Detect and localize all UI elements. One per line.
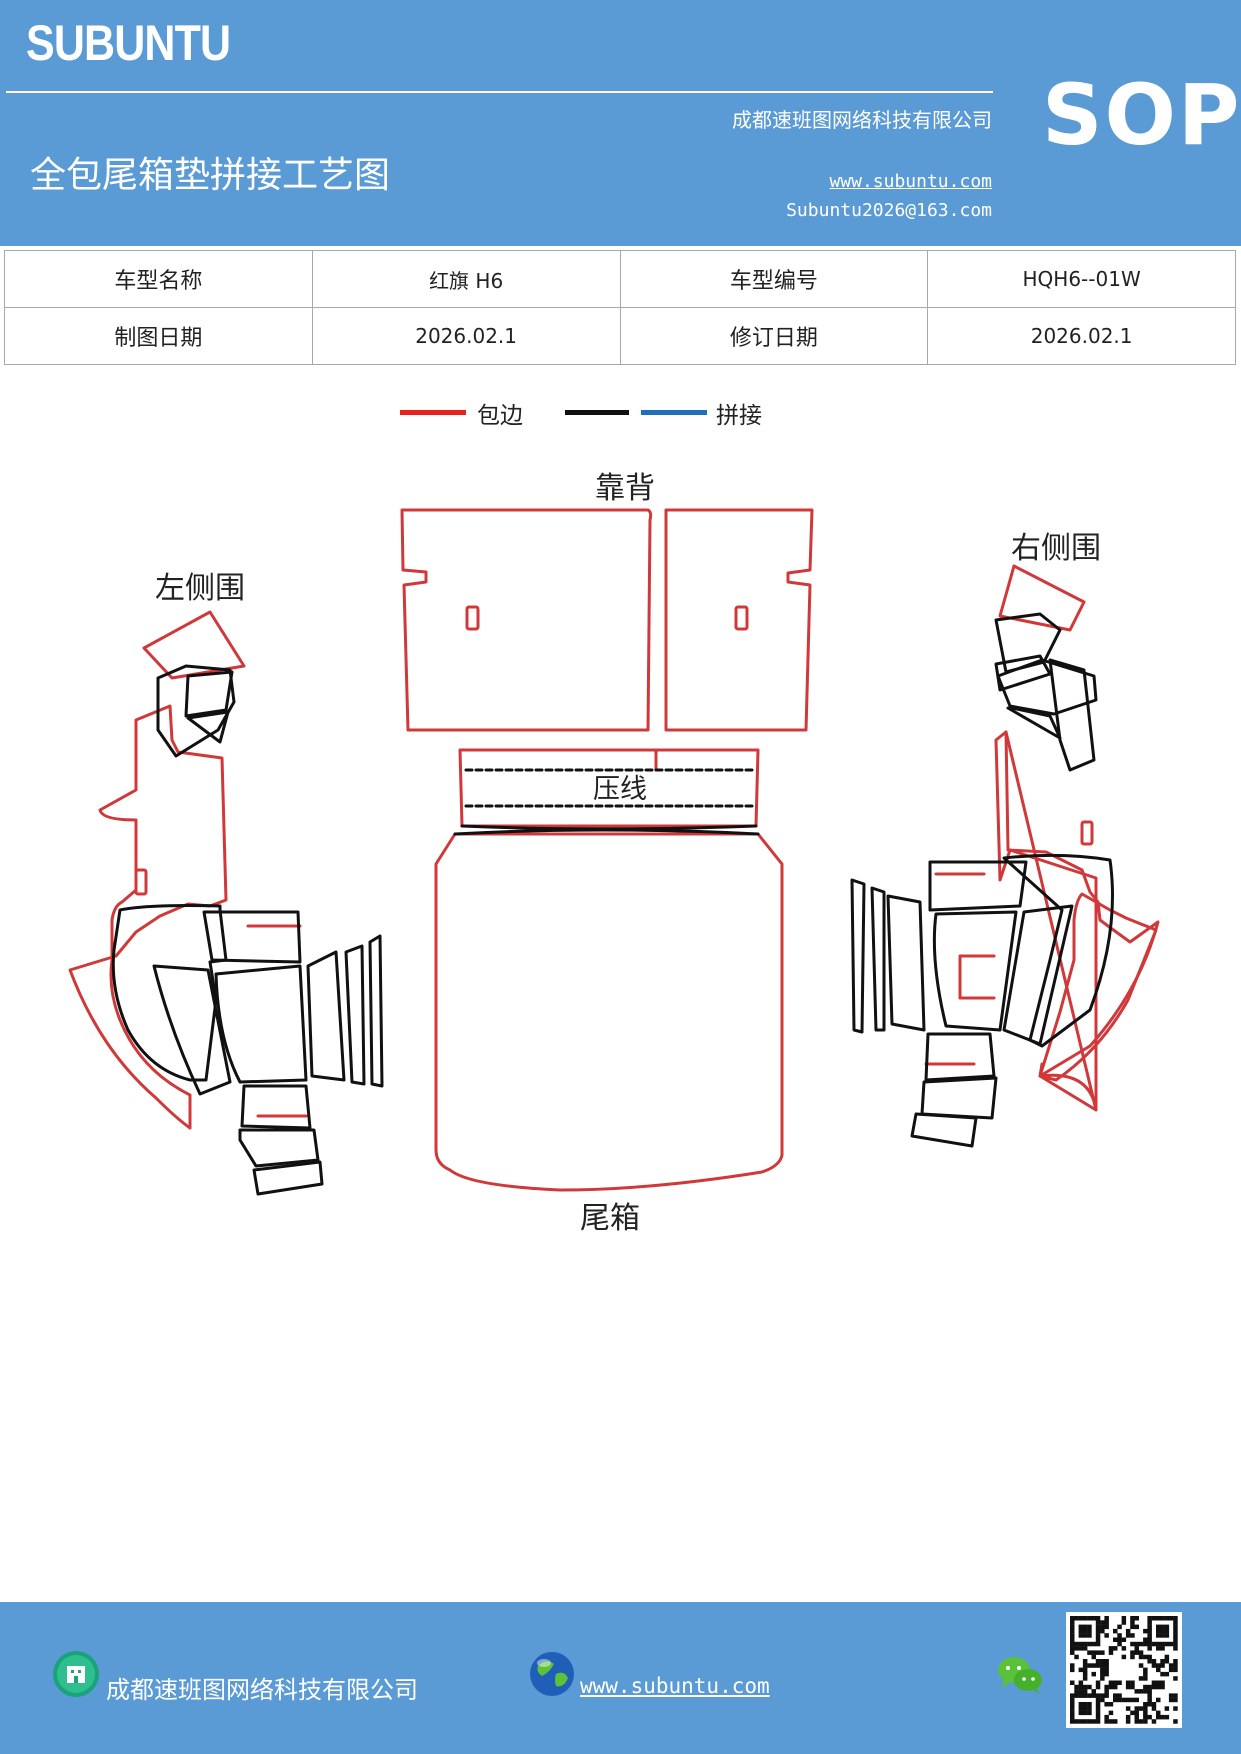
footer-website[interactable]: www.subuntu.com	[580, 1674, 770, 1698]
sop-badge: SOP	[1042, 66, 1241, 164]
qr-code	[1066, 1612, 1182, 1728]
brand-logo: SUBUNTU	[26, 15, 231, 71]
table-label: 修订日期	[619, 307, 929, 365]
legend-swatch-red	[400, 410, 466, 415]
right-side-label: 右侧围	[1011, 531, 1101, 566]
backrest-right-panel	[664, 508, 814, 732]
legend: 包边 拼接	[0, 396, 1241, 436]
pattern-diagram: 靠背 左侧围 右侧围 压线 尾箱	[68, 471, 1160, 1236]
website-link[interactable]: www.subuntu.com	[829, 171, 992, 192]
backrest-slot	[734, 605, 749, 631]
trunk-label: 尾箱	[580, 1201, 640, 1236]
vehicle-info-table: 车型名称 红旗 H6 车型编号 HQH6--01W 制图日期 2026.02.1…	[4, 250, 1236, 365]
table-label: 车型编号	[619, 250, 929, 308]
right-side-slot	[1080, 820, 1094, 846]
globe-icon	[530, 1652, 574, 1696]
left-side-label: 左侧围	[155, 571, 245, 606]
table-value: 2026.02.1	[927, 307, 1236, 365]
backrest-label: 靠背	[595, 471, 655, 506]
right-upper-piece	[998, 564, 1086, 632]
right-side-outer	[994, 730, 1158, 1112]
table-value: 红旗 H6	[311, 250, 621, 308]
legend-swatch-blue	[641, 410, 707, 415]
left-side-slot	[134, 868, 148, 896]
legend-swatch-black	[565, 410, 629, 415]
right-inner-notch	[958, 954, 996, 1000]
legend-label: 包边	[477, 403, 523, 429]
building-icon	[53, 1651, 99, 1697]
email-address[interactable]: Subuntu2026@163.com	[786, 200, 992, 221]
backrest-slot	[465, 605, 480, 631]
page-header: SUBUNTU SOP 成都速班图网络科技有限公司 全包尾箱垫拼接工艺图 www…	[0, 0, 1241, 246]
footer-company: 成都速班图网络科技有限公司	[106, 1676, 418, 1704]
crease-label: 压线	[593, 774, 647, 805]
left-upper-piece	[142, 610, 246, 680]
backrest-left-panel	[400, 508, 653, 732]
table-row: 车型名称 红旗 H6 车型编号 HQH6--01W	[4, 250, 1236, 308]
wechat-icon	[998, 1657, 1042, 1694]
table-label: 制图日期	[4, 307, 313, 365]
table-row: 制图日期 2026.02.1 修订日期 2026.02.1	[4, 307, 1236, 365]
page-footer: 成都速班图网络科技有限公司 www.subuntu.com	[0, 1602, 1241, 1754]
trunk-floor	[434, 832, 784, 1192]
right-side-edge	[1004, 730, 1160, 1078]
header-divider	[6, 91, 993, 93]
right-piece	[1002, 853, 1114, 1048]
document-title: 全包尾箱垫拼接工艺图	[30, 155, 391, 196]
legend-label: 拼接	[716, 403, 762, 429]
table-value: 2026.02.1	[311, 307, 621, 365]
table-label: 车型名称	[4, 250, 313, 308]
left-side-outer	[68, 704, 228, 1130]
table-value: HQH6--01W	[927, 250, 1236, 308]
company-name: 成都速班图网络科技有限公司	[732, 108, 992, 132]
left-piece	[111, 904, 228, 1082]
